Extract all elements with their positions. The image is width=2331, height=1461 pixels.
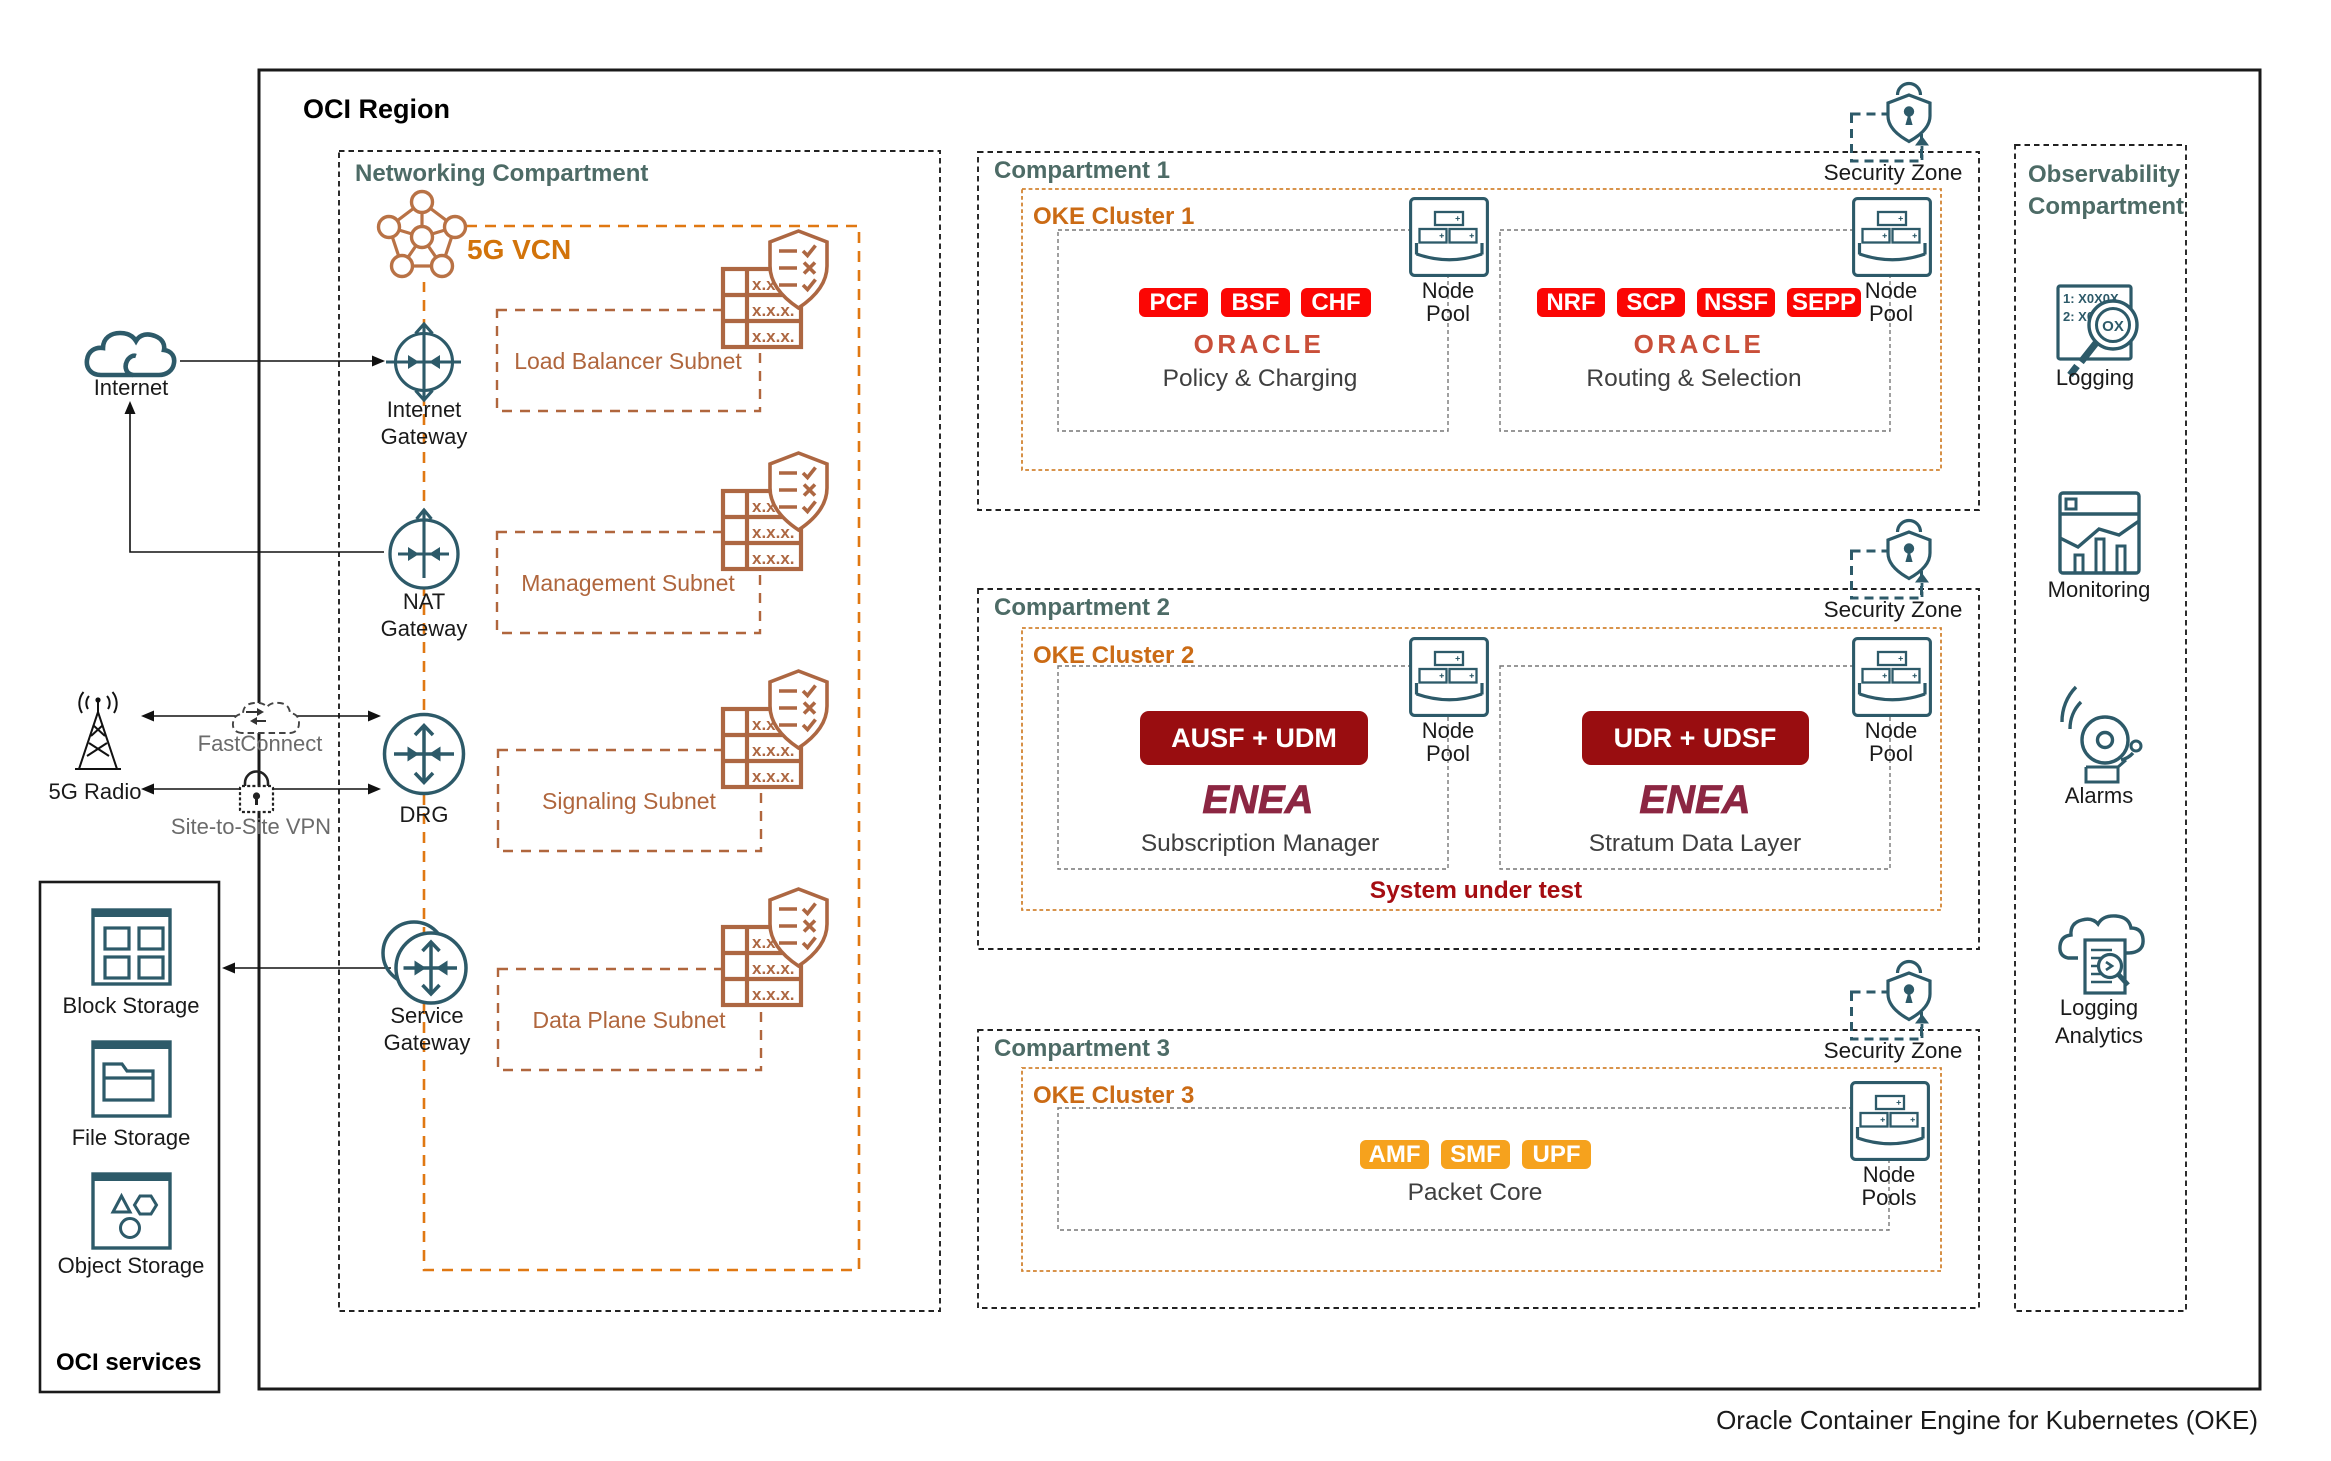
svg-text:SEPP: SEPP	[1792, 289, 1856, 316]
svg-text:Signaling Subnet: Signaling Subnet	[542, 788, 717, 814]
svg-text:UDR + UDSF: UDR + UDSF	[1614, 723, 1777, 753]
svg-text:Compartment 3: Compartment 3	[994, 1035, 1170, 1062]
svg-text:Site-to-Site VPN: Site-to-Site VPN	[171, 814, 331, 839]
svg-text:NRF: NRF	[1546, 289, 1595, 316]
svg-text:System under test: System under test	[1370, 877, 1582, 904]
svg-text:Logging: Logging	[2060, 995, 2138, 1020]
svg-text:Gateway: Gateway	[381, 616, 468, 641]
svg-text:Load Balancer Subnet: Load Balancer Subnet	[514, 348, 742, 374]
svg-text:Gateway: Gateway	[381, 424, 468, 449]
svg-text:Compartment 2: Compartment 2	[994, 594, 1170, 621]
svg-text:UPF: UPF	[1533, 1141, 1581, 1168]
svg-text:Oracle Container Engine for Ku: Oracle Container Engine for Kubernetes (…	[1716, 1405, 2258, 1435]
svg-text:5G VCN: 5G VCN	[467, 234, 571, 265]
svg-text:Data Plane Subnet: Data Plane Subnet	[532, 1007, 726, 1033]
svg-text:NSSF: NSSF	[1704, 289, 1768, 316]
svg-text:2: X0: 2: X0	[2063, 309, 2094, 324]
svg-text:Pools: Pools	[1861, 1185, 1916, 1210]
svg-text:Observability: Observability	[2028, 161, 2181, 188]
svg-text:SMF: SMF	[1450, 1141, 1501, 1168]
svg-text:Alarms: Alarms	[2065, 783, 2133, 808]
svg-text:DRG: DRG	[400, 802, 449, 827]
svg-text:OCI Region: OCI Region	[303, 94, 450, 124]
svg-text:ENEA: ENEA	[1202, 778, 1313, 822]
svg-text:Internet: Internet	[387, 397, 462, 422]
svg-text:Policy & Charging: Policy & Charging	[1163, 365, 1358, 392]
svg-text:OKE Cluster 3: OKE Cluster 3	[1033, 1082, 1194, 1109]
svg-text:Pool: Pool	[1869, 741, 1913, 766]
svg-text:NAT: NAT	[403, 589, 445, 614]
svg-text:Pool: Pool	[1869, 301, 1913, 326]
svg-text:Service: Service	[390, 1003, 463, 1028]
svg-text:ENEA: ENEA	[1639, 778, 1750, 822]
svg-text:Management Subnet: Management Subnet	[521, 570, 735, 596]
svg-text:Node: Node	[1865, 278, 1918, 303]
svg-text:Stratum Data Layer: Stratum Data Layer	[1589, 830, 1801, 857]
svg-text:Logging: Logging	[2056, 365, 2134, 390]
svg-text:Security Zone: Security Zone	[1824, 1038, 1963, 1063]
svg-text:AUSF + UDM: AUSF + UDM	[1171, 723, 1337, 753]
svg-text:Node: Node	[1865, 718, 1918, 743]
svg-text:File Storage: File Storage	[72, 1125, 191, 1150]
svg-text:ORACLE: ORACLE	[1634, 329, 1765, 359]
svg-text:Pool: Pool	[1426, 301, 1470, 326]
svg-text:OCI services: OCI services	[56, 1349, 201, 1376]
svg-text:OKE Cluster 2: OKE Cluster 2	[1033, 642, 1194, 669]
svg-text:FastConnect: FastConnect	[198, 731, 323, 756]
svg-text:Pool: Pool	[1426, 741, 1470, 766]
svg-text:Packet Core: Packet Core	[1408, 1179, 1543, 1206]
svg-text:Node: Node	[1422, 278, 1475, 303]
svg-text:Node: Node	[1422, 718, 1475, 743]
svg-text:Gateway: Gateway	[384, 1030, 471, 1055]
svg-text:SCP: SCP	[1626, 289, 1675, 316]
svg-text:Block Storage: Block Storage	[63, 993, 200, 1018]
svg-text:Internet: Internet	[94, 375, 169, 400]
svg-text:OX: OX	[2102, 318, 2124, 335]
svg-text:BSF: BSF	[1232, 289, 1280, 316]
svg-text:PCF: PCF	[1150, 289, 1198, 316]
svg-text:Security Zone: Security Zone	[1824, 597, 1963, 622]
svg-text:AMF: AMF	[1369, 1141, 1421, 1168]
svg-text:Analytics: Analytics	[2055, 1023, 2143, 1048]
svg-text:Subscription Manager: Subscription Manager	[1141, 830, 1379, 857]
svg-text:Compartment 1: Compartment 1	[994, 157, 1170, 184]
svg-text:Networking Compartment: Networking Compartment	[355, 160, 648, 187]
svg-text:OKE Cluster 1: OKE Cluster 1	[1033, 203, 1194, 230]
svg-text:Routing & Selection: Routing & Selection	[1586, 365, 1801, 392]
svg-text:Object Storage: Object Storage	[58, 1253, 205, 1278]
svg-text:ORACLE: ORACLE	[1194, 329, 1325, 359]
svg-text:Monitoring: Monitoring	[2048, 577, 2151, 602]
svg-text:Node: Node	[1863, 1162, 1916, 1187]
svg-text:5G Radio: 5G Radio	[49, 779, 142, 804]
svg-text:CHF: CHF	[1311, 289, 1360, 316]
svg-text:Compartment: Compartment	[2028, 193, 2184, 220]
svg-text:Security Zone: Security Zone	[1824, 160, 1963, 185]
